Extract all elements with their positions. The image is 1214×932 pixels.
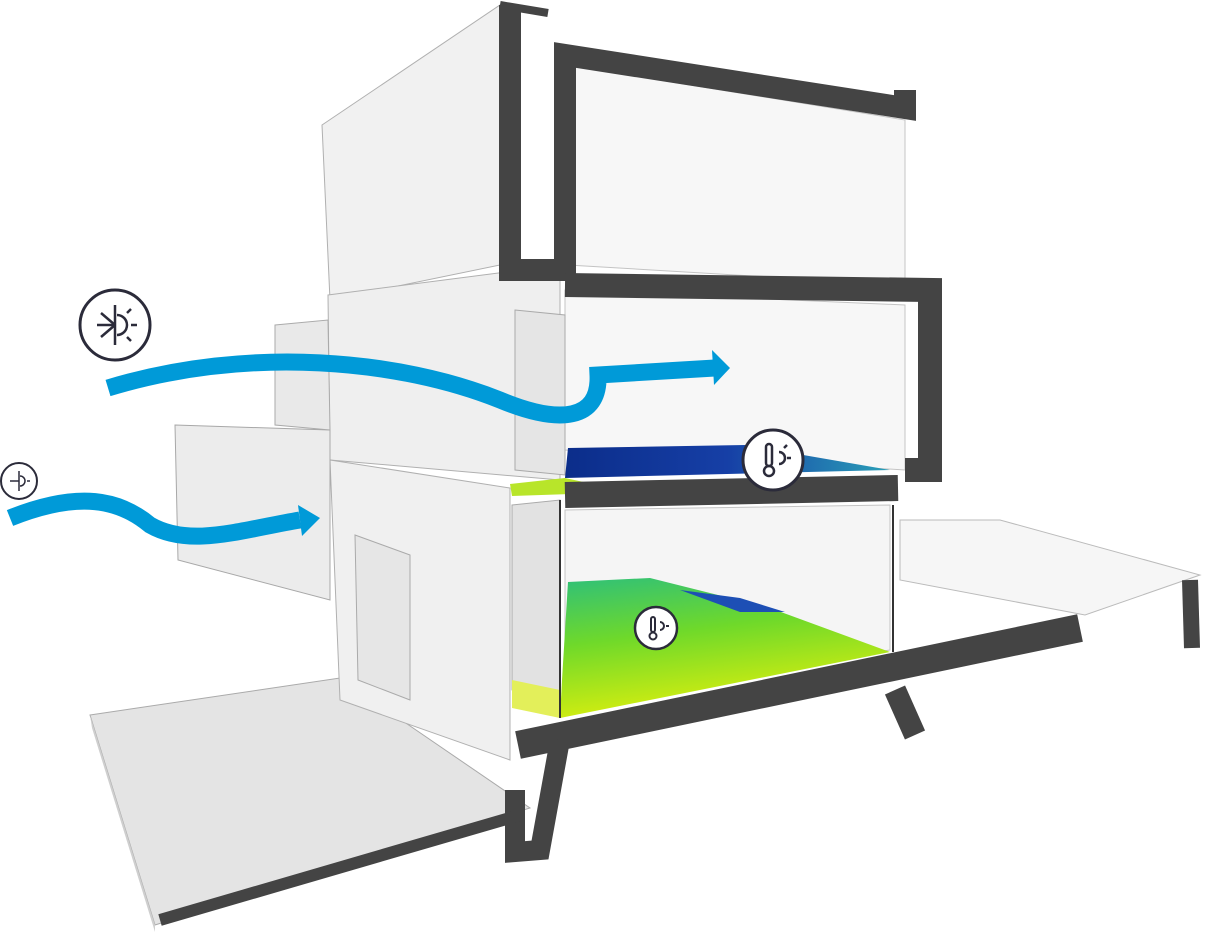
heatmap-ground-cold-zone <box>680 590 785 612</box>
airflow-arrows <box>6 353 716 545</box>
arrowhead-lower <box>298 505 320 536</box>
side-annex <box>274 319 331 431</box>
airflow-upper <box>105 353 716 424</box>
door-frame <box>354 534 411 701</box>
balcony <box>174 424 331 601</box>
section-cut <box>158 1 1200 926</box>
stair-lower <box>511 499 561 701</box>
arrowhead-upper <box>712 350 730 385</box>
thermometer-sun-icon <box>741 428 805 492</box>
ground-plaza-edge <box>90 715 155 932</box>
heatmap-landing-lower <box>512 680 560 718</box>
terrace <box>899 519 1202 616</box>
thermometer-sun-icon <box>633 605 679 651</box>
airflow-lower <box>6 492 302 545</box>
stair-middle <box>514 309 566 476</box>
heatmap-middle-floor <box>565 445 890 478</box>
climate-snow-sun-icon <box>78 288 152 362</box>
climate-snow-sun-icon <box>0 462 38 500</box>
facade-upper <box>321 4 501 301</box>
